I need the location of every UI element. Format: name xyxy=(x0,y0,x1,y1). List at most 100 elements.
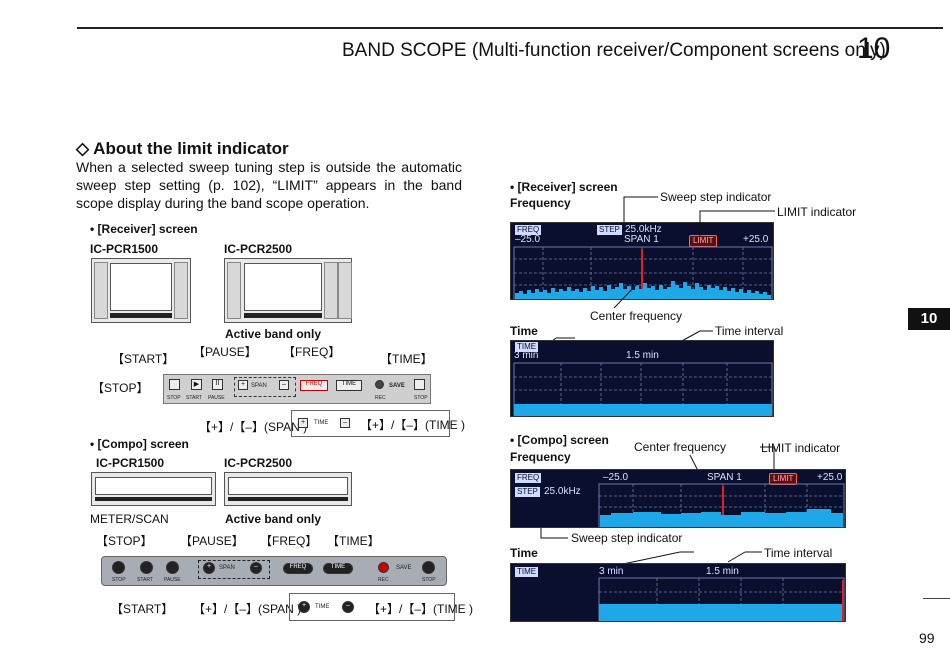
receiver-time-scope: TIME 3 min 1.5 min xyxy=(510,340,774,417)
time-15min: 1.5 min xyxy=(626,350,659,361)
page-number: 99 xyxy=(919,630,935,646)
label-freq: 【FREQ】 xyxy=(283,345,341,359)
stop-tiny-b: STOP xyxy=(112,577,126,583)
label-limit-indicator: LIMIT indicator xyxy=(777,205,857,219)
label-start-b: 【START】 xyxy=(111,602,174,616)
pcr2500-receiver-panel xyxy=(224,258,352,323)
save-stop-tiny-b: STOP xyxy=(422,577,436,583)
save-stop-button-b[interactable] xyxy=(422,561,435,574)
label-stop: 【STOP】 xyxy=(92,381,149,395)
receiver-heading-right: • [Receiver] screen xyxy=(510,180,618,194)
receiver-frequency-scope: FREQ STEP 25.0kHz –25.0 SPAN 1 LIMIT +25… xyxy=(510,222,774,300)
pcr2500-compo-panel xyxy=(224,472,352,506)
left-edge-b: –25.0 xyxy=(603,472,629,483)
label-meter-scan: METER/SCAN xyxy=(90,512,169,526)
save-label: SAVE xyxy=(389,383,405,389)
save-label-b: SAVE xyxy=(396,565,412,571)
start-button-b[interactable] xyxy=(140,561,153,574)
time-3min: 3 min xyxy=(514,350,539,361)
pause-tiny: PAUSE xyxy=(208,395,225,401)
label-sweep-step-indicator: Sweep step indicator xyxy=(660,190,772,204)
label-span-keys-b: 【+】/【–】(SPAN ) xyxy=(193,602,302,616)
label-span-keys: 【+】/【–】(SPAN ) xyxy=(199,420,308,434)
time-minus-icon-b: – xyxy=(342,601,354,613)
header-rule xyxy=(77,27,943,29)
time-badge-b: TIME xyxy=(515,567,539,577)
chapter-tab: 10 xyxy=(908,308,950,330)
step-badge-b: STEP xyxy=(515,487,540,497)
label-frequency: Frequency xyxy=(510,196,571,210)
label-time-keys-b: 【+】/【–】(TIME ) xyxy=(368,602,474,616)
label-time-interval-b: Time interval xyxy=(764,546,833,560)
step-badge: STEP xyxy=(597,225,622,235)
pcr1500-compo-panel xyxy=(91,472,216,506)
span-plus-button-b[interactable]: + xyxy=(203,562,215,574)
span-label-b: SPAN xyxy=(219,565,235,571)
span-label: SPAN xyxy=(251,383,267,389)
freq-badge: FREQ xyxy=(515,225,542,235)
compo-waterfall xyxy=(598,577,845,621)
time-plus-icon: + xyxy=(298,418,308,428)
stop-button[interactable] xyxy=(169,379,180,390)
label-freq-b: 【FREQ】 xyxy=(260,534,318,548)
stop-tiny: STOP xyxy=(167,395,181,401)
time-15min-b: 1.5 min xyxy=(706,566,739,577)
label-time: 【TIME】 xyxy=(380,352,433,366)
step-value: 25.0kHz xyxy=(625,224,662,235)
span-plus-button[interactable]: + xyxy=(238,380,248,390)
pause-button[interactable]: II xyxy=(212,379,223,390)
start-tiny: START xyxy=(186,395,202,401)
left-edge: –25.0 xyxy=(515,234,541,245)
time-minus-icon: – xyxy=(340,418,350,428)
right-edge-b: +25.0 xyxy=(817,472,843,483)
start-tiny-b: START xyxy=(137,577,153,583)
page-number-rule xyxy=(923,598,950,599)
time-button[interactable]: TIME xyxy=(336,380,362,391)
save-stop-button[interactable] xyxy=(414,379,425,390)
freq-badge-b: FREQ xyxy=(515,473,542,483)
freq-button[interactable]: FREQ xyxy=(300,380,328,391)
time-badge: TIME xyxy=(515,342,539,352)
label-start: 【START】 xyxy=(112,352,175,366)
label-pcr1500-b: IC-PCR1500 xyxy=(96,456,165,470)
span-value-b: SPAN 1 xyxy=(707,472,742,483)
limit-indicator-b: LIMIT xyxy=(769,473,798,485)
time-button-b[interactable]: TIME xyxy=(323,563,353,574)
freq-button-b[interactable]: FREQ xyxy=(283,563,313,574)
active-band-only-1: Active band only xyxy=(225,327,322,341)
label-center-frequency: Center frequency xyxy=(590,309,683,323)
time-keys-box-b: + TIME – 【+】/【–】(TIME ) xyxy=(289,593,473,621)
time-3min-b: 3 min xyxy=(599,566,624,577)
compo-heading-right: • [Compo] screen xyxy=(510,433,609,447)
header-title: BAND SCOPE (Multi-function receiver/Comp… xyxy=(342,40,886,61)
compo-control-bar: + SPAN – FREQ TIME SAVE STOP START PAUSE… xyxy=(101,556,447,586)
receiver-heading-left: • [Receiver] screen xyxy=(90,222,198,236)
label-pause: 【PAUSE】 xyxy=(193,345,257,359)
pcr1500-receiver-panel xyxy=(91,258,191,323)
step-value-b: 25.0kHz xyxy=(544,486,581,497)
rec-button-b[interactable] xyxy=(378,562,389,573)
receiver-control-bar: ▶ II + SPAN – FREQ TIME SAVE STOP START … xyxy=(163,374,431,404)
label-time-b: 【TIME】 xyxy=(327,534,380,548)
section-body: When a selected sweep tuning step is out… xyxy=(76,159,462,211)
rec-tiny-b: REC xyxy=(378,577,389,583)
label-pcr2500: IC-PCR2500 xyxy=(224,242,293,256)
pause-tiny-b: PAUSE xyxy=(164,577,181,583)
label-time-right-b: Time xyxy=(510,546,538,560)
pause-button-b[interactable] xyxy=(166,561,179,574)
save-stop-tiny: STOP xyxy=(414,395,428,401)
label-sweep-step-indicator-b: Sweep step indicator xyxy=(571,531,683,545)
label-pcr2500-b: IC-PCR2500 xyxy=(224,456,293,470)
span-minus-button-b[interactable]: – xyxy=(250,562,262,574)
right-edge: +25.0 xyxy=(743,234,769,245)
start-button[interactable]: ▶ xyxy=(191,379,202,390)
stop-button-b[interactable] xyxy=(112,561,125,574)
limit-indicator: LIMIT xyxy=(689,235,718,247)
span-minus-button[interactable]: – xyxy=(279,380,289,390)
label-time-interval: Time interval xyxy=(715,324,784,338)
compo-heading-left: • [Compo] screen xyxy=(90,437,189,451)
rec-button[interactable] xyxy=(375,380,384,389)
active-band-only-2: Active band only xyxy=(225,512,322,526)
time-keys-box: + TIME – 【+】/【–】(TIME ) xyxy=(291,410,465,437)
label-stop-b: 【STOP】 xyxy=(96,534,153,548)
